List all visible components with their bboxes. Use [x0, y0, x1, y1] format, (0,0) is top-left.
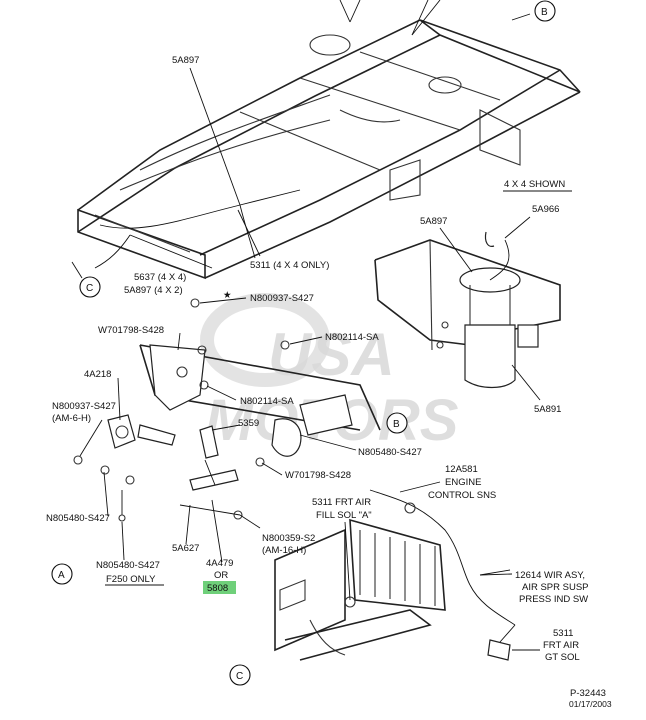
label-am-16-h: (AM-16-H)	[262, 545, 306, 556]
reference-date: 01/17/2003	[569, 699, 612, 709]
label-5a897-detail: 5A897	[420, 216, 447, 227]
highlight-5808	[203, 581, 236, 594]
label-n802114-sa-mid: N802114-SA	[240, 396, 294, 407]
label-5359: 5359	[238, 418, 259, 429]
detail-a-callouts: N800937-S427 ★ W701798-S428 N802114-SA 4…	[46, 290, 422, 594]
callout-c-left-text: C	[86, 283, 93, 294]
label-4x4-shown: 4 X 4 SHOWN	[504, 179, 565, 190]
label-5a897-frame: 5A897	[172, 55, 199, 66]
callout-b-mid-text: B	[393, 419, 400, 430]
label-5a627: 5A627	[172, 543, 199, 554]
label-12614-press-ind: PRESS IND SW	[519, 594, 588, 605]
label-5a897-4x2: 5A897 (4 X 2)	[124, 285, 183, 296]
callout-a-text: A	[58, 570, 65, 581]
label-5a891: 5A891	[534, 404, 561, 415]
label-5311-gt: 5311	[553, 628, 573, 639]
callout-b-mid: B	[386, 412, 408, 434]
watermark-usa: USA	[268, 321, 395, 388]
label-5637-4x4: 5637 (4 X 4)	[134, 272, 186, 283]
label-12614-wir-asy: 12614 WIR ASY,	[515, 570, 585, 581]
label-4a218: 4A218	[84, 369, 111, 380]
label-5311-gt-sol: GT SOL	[545, 652, 580, 663]
label-n805480-left: N805480-S427	[46, 513, 110, 524]
detail-a-illustration	[73, 298, 381, 522]
detail-b-callouts: 5A897 5A966 5A891	[420, 204, 561, 415]
callout-c-bottom-text: C	[236, 671, 243, 682]
callout-a: A	[51, 563, 73, 585]
label-5a966: 5A966	[532, 204, 559, 215]
upper-frame-illustration	[77, 19, 581, 280]
label-n805480-f250: N805480-S427	[96, 560, 160, 571]
label-12614-air-spr: AIR SPR SUSP	[522, 582, 589, 593]
label-n802114-sa-top: N802114-SA	[325, 332, 379, 343]
label-12a581: 12A581	[445, 464, 478, 475]
star-icon: ★	[223, 290, 232, 301]
callout-c-left: C	[79, 276, 101, 298]
callout-b-top: B	[534, 0, 556, 22]
label-12a581-control-sns: CONTROL SNS	[428, 490, 496, 501]
label-or: OR	[214, 570, 228, 581]
upper-callouts: 5A897 4 X 4 SHOWN 5637 (4 X 4) 5A897 (4 …	[71, 0, 572, 296]
label-4a479: 4A479	[206, 558, 233, 569]
label-5311-4x4-only: 5311 (4 X 4 ONLY)	[250, 260, 329, 271]
label-n800937-top: N800937-S427	[250, 293, 314, 304]
callout-c-bottom: C	[229, 664, 251, 686]
label-5311-frt-air: FRT AIR	[543, 640, 579, 651]
label-5808: 5808	[207, 583, 228, 594]
label-n800359: N800359-S2	[262, 533, 315, 544]
label-w701798-right: W701798-S428	[285, 470, 351, 481]
detail-c-callouts: 12A581 ENGINE CONTROL SNS 5311 FRT AIR F…	[312, 464, 589, 663]
label-f250-only: F250 ONLY	[106, 574, 156, 585]
label-n800937-left: N800937-S427	[52, 401, 116, 412]
label-w701798-left: W701798-S428	[98, 325, 164, 336]
label-5311-fill-sol: 5311 FRT AIR	[312, 497, 371, 508]
detail-b-illustration	[374, 231, 561, 389]
reference-block: P-32443 01/17/2003	[569, 688, 612, 709]
detail-c-illustration	[274, 489, 516, 661]
label-12a581-engine: ENGINE	[445, 477, 481, 488]
callout-b-top-text: B	[541, 7, 548, 18]
label-am-6-h: (AM-6-H)	[52, 413, 91, 424]
label-5311-fill-sol-a: FILL SOL "A"	[316, 510, 372, 521]
reference-code: P-32443	[570, 688, 606, 699]
label-n805480-right: N805480-S427	[358, 447, 422, 458]
